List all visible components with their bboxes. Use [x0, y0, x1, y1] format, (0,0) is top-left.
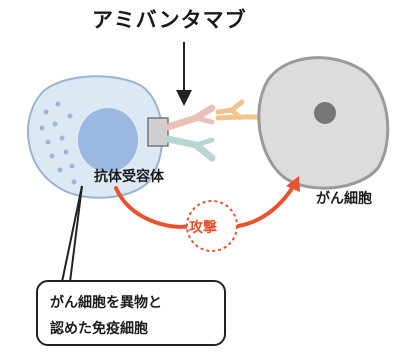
cancer-nucleus	[314, 102, 336, 124]
antibody	[164, 104, 216, 162]
immune-cell	[27, 75, 164, 199]
callout-line-2: 認めた免疫細胞	[50, 321, 148, 337]
cancer-cell-label: がん細胞	[316, 191, 372, 207]
attack-burst	[186, 200, 238, 252]
callout-box	[36, 280, 226, 346]
callout-pointer	[61, 185, 83, 283]
attack-arrow	[114, 176, 300, 229]
immune-granules	[39, 101, 77, 185]
receptor-label: 抗体受容体	[94, 169, 164, 185]
attack-label: 攻撃	[189, 220, 217, 236]
cancer-cell	[257, 56, 390, 190]
antibody-receptor	[147, 117, 169, 147]
callout-line-1: がん細胞を異物と	[50, 295, 162, 311]
immune-nucleus	[78, 108, 138, 172]
drug-name-label: アミバンタマブ	[92, 8, 247, 32]
